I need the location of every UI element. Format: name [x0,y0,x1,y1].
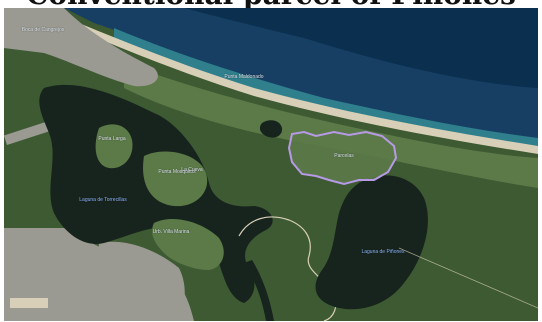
lagoon-channel [244,260,274,321]
label-punta-larga: Punta Larga [98,136,126,142]
villa-marina-peninsula [152,218,224,270]
label-laguna-torrecillas: Laguna de Torrecillas [79,197,127,203]
punta-larga-island [95,124,133,169]
beach-shoreline [54,13,538,154]
laguna-pinones-water [315,175,428,310]
urban-area-villa-marina [98,241,185,321]
label-punta-mosquitos: Punta Mosquitos [158,169,196,175]
small-pond [259,120,283,138]
urban-area-northwest [4,8,158,87]
label-parcelas: Parcelas [334,153,354,159]
map-title: Conventional parcel of Pinones [0,0,542,8]
label-laguna-pinones: Laguna de Piñones [361,249,405,255]
power-line [398,247,538,309]
map-scale-box [10,298,48,308]
label-villa-marina: Urb. Villa Marina [152,229,190,235]
satellite-map[interactable]: Punta Maldonado Punta Larga Punta Mosqui… [4,8,538,321]
map-canvas [4,8,538,321]
parcelas-boundary[interactable] [287,130,398,186]
map-title-bar: Conventional parcel of Pinones [0,0,542,8]
label-boca-cangrejos: Boca de Cangrejos [21,27,65,33]
shallow-reef [114,28,538,148]
label-punta-maldonado: Punta Maldonado [224,74,264,80]
punta-mosquitos-island [143,151,208,207]
deep-ocean [184,8,538,88]
coastal-forest [124,63,538,188]
label-la-cueva: La Cueva [181,167,203,173]
